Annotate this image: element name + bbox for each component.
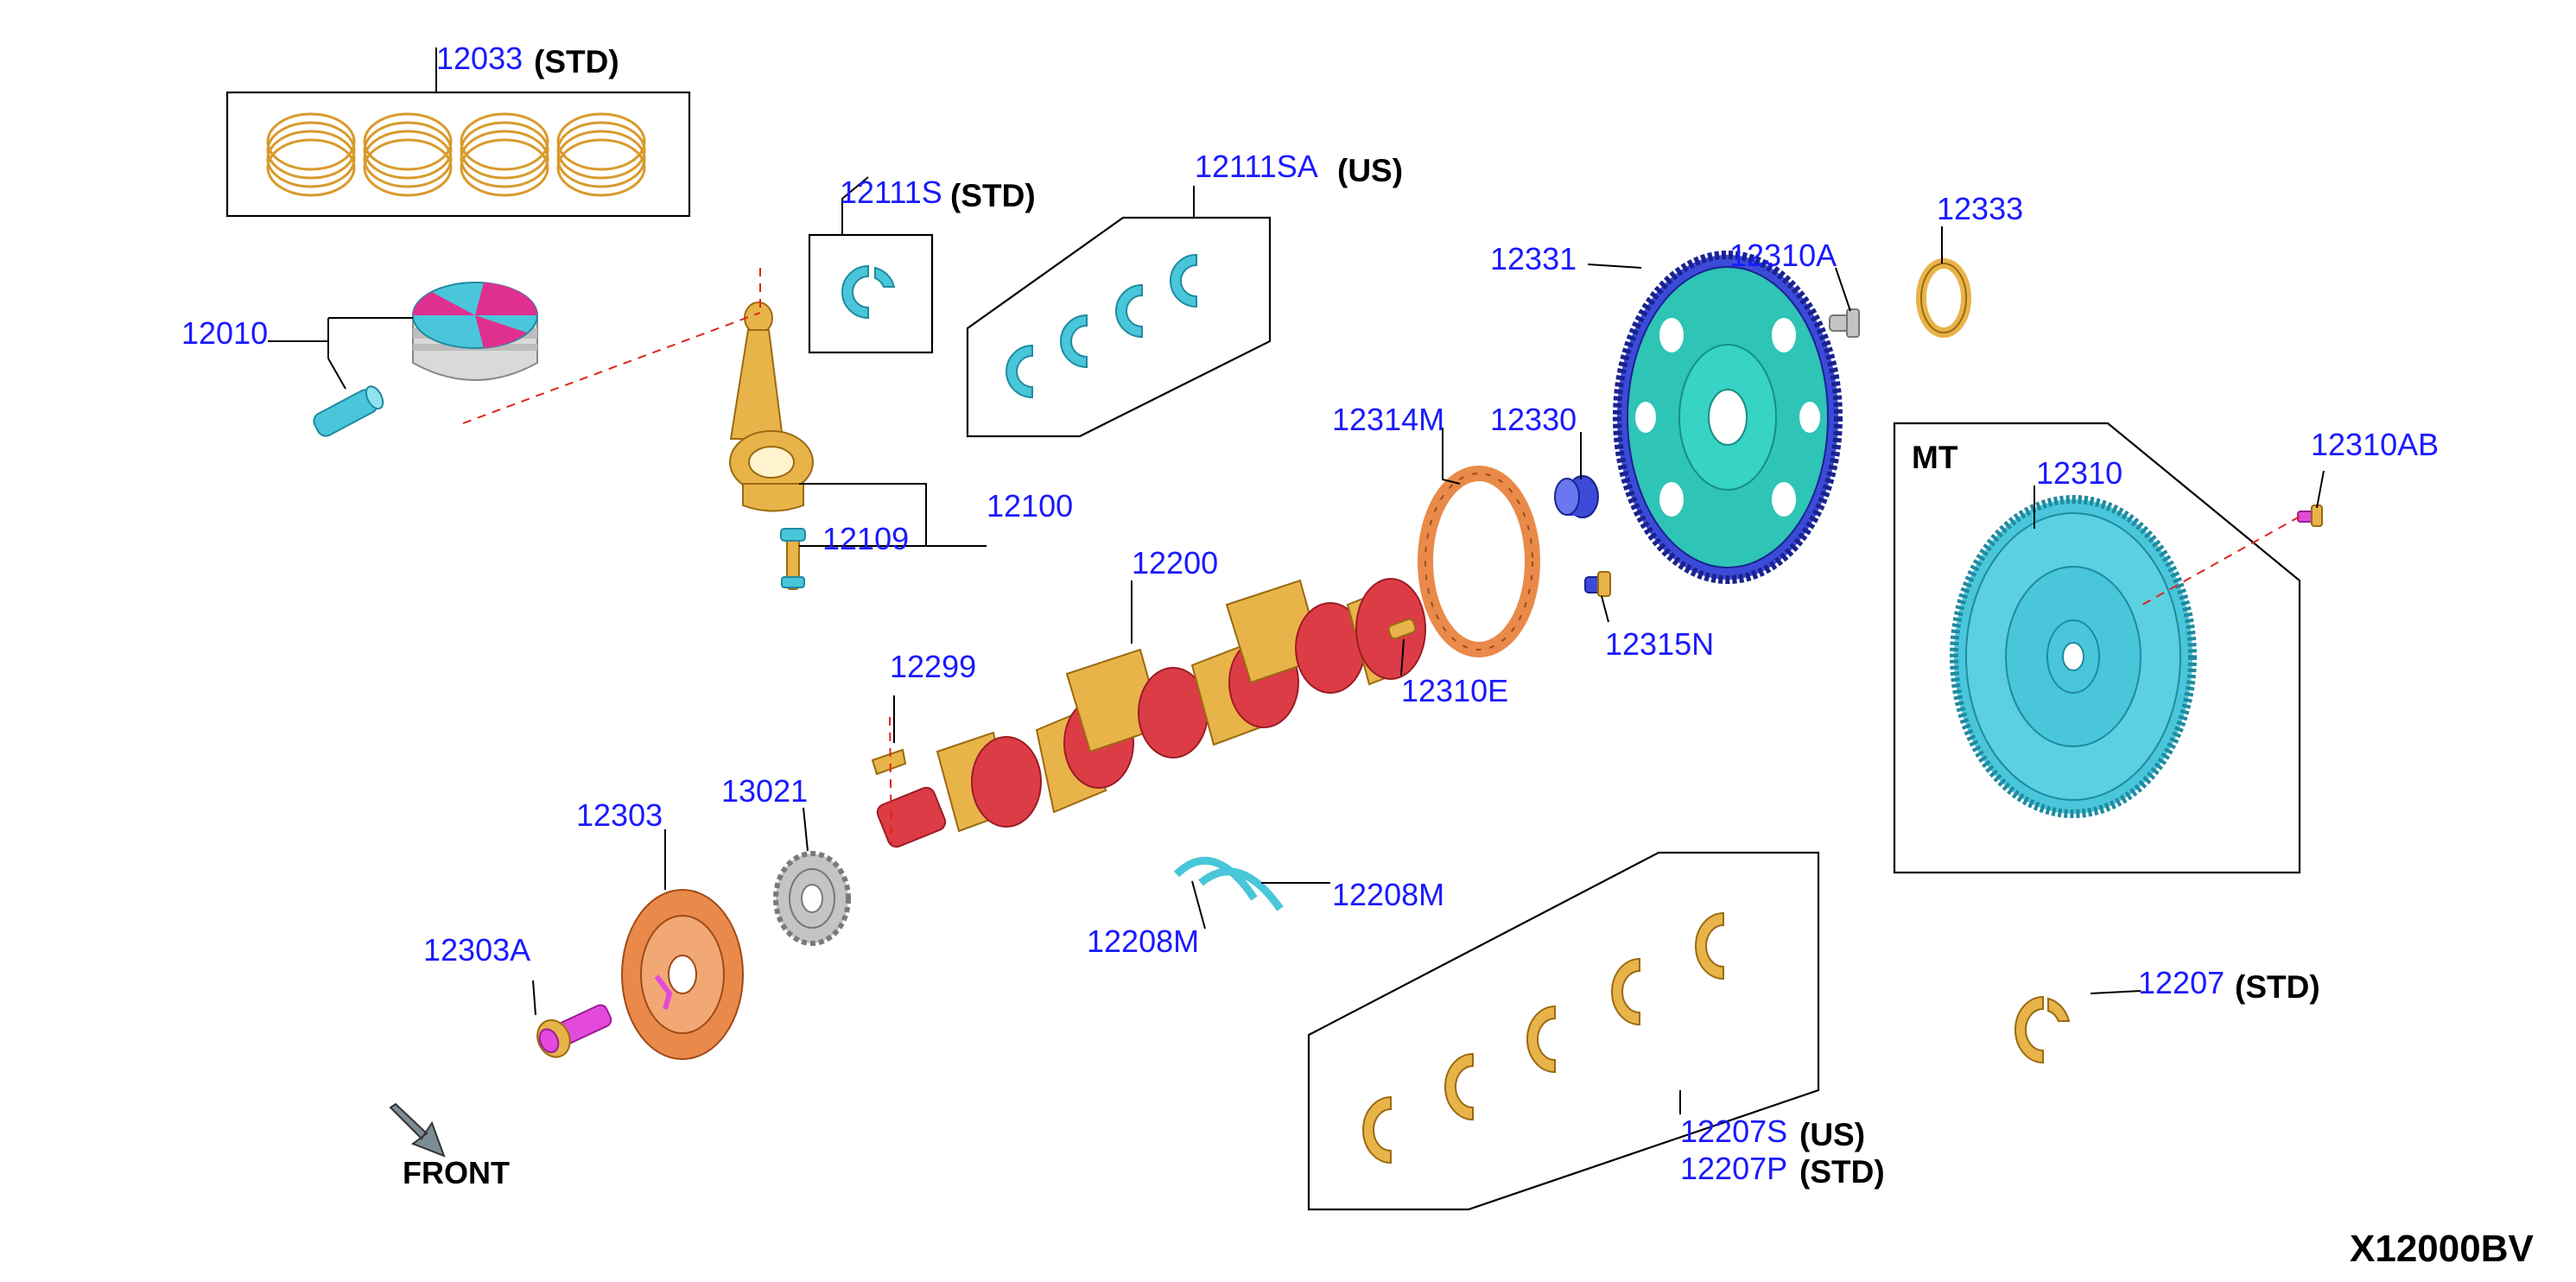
alignment-line-piston bbox=[462, 268, 761, 424]
callout-13021[interactable]: 13021 bbox=[721, 773, 808, 809]
front-arrow-icon bbox=[389, 1102, 446, 1158]
callout-12330[interactable]: 12330 bbox=[1490, 402, 1577, 437]
callout-12207P[interactable]: 12207P bbox=[1680, 1151, 1787, 1186]
rod-bolt bbox=[780, 528, 806, 590]
qualifier-12207S-us: (US) bbox=[1799, 1117, 1865, 1152]
qualifier-12207P-std: (STD) bbox=[1799, 1154, 1885, 1190]
mt-flywheel-box bbox=[1893, 422, 2301, 874]
crank-pulley bbox=[621, 889, 744, 1060]
mt-label: MT bbox=[1912, 440, 1958, 475]
crankshaft bbox=[876, 578, 1426, 848]
callout-12111S[interactable]: 12111S bbox=[840, 175, 942, 210]
callout-12033[interactable]: 12033 bbox=[436, 41, 523, 76]
main-bearing bbox=[2014, 995, 2071, 1064]
woodruff-key bbox=[871, 748, 907, 776]
callout-12100[interactable]: 12100 bbox=[987, 488, 1073, 524]
qualifier-12033-std: (STD) bbox=[534, 44, 619, 79]
callout-12303[interactable]: 12303 bbox=[576, 797, 663, 833]
qualifier-12207-std: (STD) bbox=[2235, 969, 2320, 1005]
callout-12109[interactable]: 12109 bbox=[822, 521, 909, 556]
callout-12207[interactable]: 12207 bbox=[2138, 965, 2224, 1000]
qualifier-12111SA-us: (US) bbox=[1337, 153, 1403, 188]
pilot-bushing bbox=[1584, 571, 1611, 597]
flywheel-bolt bbox=[2297, 505, 2323, 527]
flywheel bbox=[1950, 495, 2197, 818]
callout-12310AB[interactable]: 12310AB bbox=[2311, 427, 2439, 462]
callout-12010[interactable]: 12010 bbox=[181, 315, 268, 351]
piston-pin bbox=[313, 385, 384, 437]
callout-12208M-left[interactable]: 12208M bbox=[1087, 923, 1199, 959]
front-label: FRONT bbox=[403, 1155, 510, 1190]
piston-ring-box bbox=[225, 91, 691, 218]
main-bearing-set-box bbox=[1307, 851, 1820, 1211]
callout-12331[interactable]: 12331 bbox=[1490, 241, 1577, 276]
signal-plate bbox=[1418, 466, 1540, 657]
connecting-rod bbox=[729, 301, 814, 512]
thrust-washers bbox=[1173, 856, 1284, 911]
callout-12310[interactable]: 12310 bbox=[2036, 455, 2122, 491]
rod-bearing-set-box bbox=[966, 216, 1272, 438]
rod-bearing-box bbox=[808, 233, 934, 354]
rod-bearing-set bbox=[1006, 253, 1197, 399]
drive-plate-bolt bbox=[1829, 308, 1860, 338]
alignment-line-key bbox=[889, 716, 892, 846]
callout-12310E[interactable]: 12310E bbox=[1401, 673, 1508, 708]
piston-ring-set bbox=[266, 112, 646, 197]
callout-12200[interactable]: 12200 bbox=[1132, 545, 1218, 581]
dowel-pin bbox=[1387, 618, 1417, 640]
qualifier-12111S-std: (STD) bbox=[950, 178, 1036, 213]
crank-sprocket bbox=[773, 851, 851, 946]
callout-12111SA[interactable]: 12111SA bbox=[1195, 149, 1318, 184]
pulley-bolt bbox=[536, 1004, 612, 1058]
callout-12315N[interactable]: 12315N bbox=[1605, 626, 1714, 662]
main-bearing-set bbox=[1362, 911, 1724, 1165]
drive-plate bbox=[1613, 251, 1843, 584]
callout-12310A[interactable]: 12310A bbox=[1729, 238, 1837, 273]
callout-12303A[interactable]: 12303A bbox=[423, 932, 530, 968]
callout-12314M[interactable]: 12314M bbox=[1332, 402, 1444, 437]
callout-12333[interactable]: 12333 bbox=[1937, 191, 2023, 226]
callout-12208M-right[interactable]: 12208M bbox=[1332, 877, 1444, 912]
callout-12207S[interactable]: 12207S bbox=[1680, 1114, 1787, 1149]
leader-lines bbox=[268, 48, 2325, 1114]
reinforcement-ring bbox=[1916, 258, 1971, 338]
pilot-converter bbox=[1554, 475, 1599, 518]
callout-12299[interactable]: 12299 bbox=[890, 649, 976, 684]
diagram-code: X12000BV bbox=[2350, 1228, 2534, 1270]
rod-bearing bbox=[841, 264, 896, 320]
piston bbox=[412, 282, 538, 381]
